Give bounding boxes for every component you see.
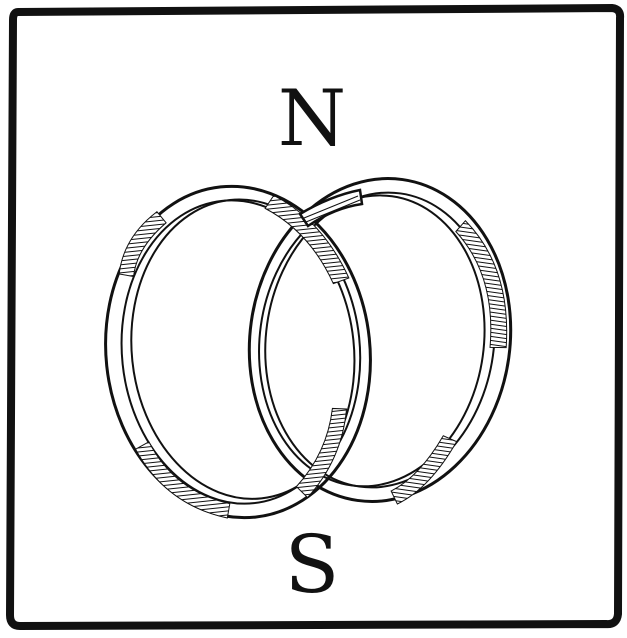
right-ring <box>229 161 532 518</box>
north-pole-label: N <box>262 80 362 158</box>
south-pole-label: S <box>262 525 362 605</box>
interlocking-rings-icon <box>89 161 531 530</box>
left-ring <box>89 173 386 531</box>
